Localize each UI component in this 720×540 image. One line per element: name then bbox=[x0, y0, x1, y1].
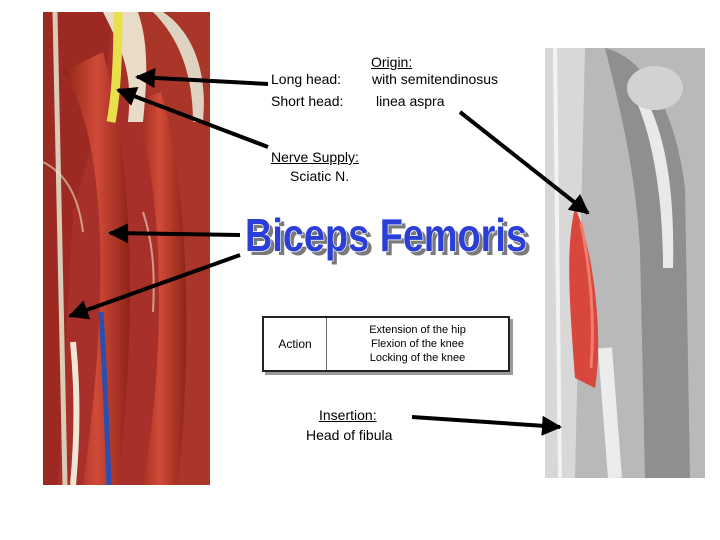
muscle-title: Biceps Femoris Biceps Femoris bbox=[244, 208, 531, 265]
action-table: Action Extension of the hip Flexion of t… bbox=[262, 316, 510, 372]
action-list: Extension of the hip Flexion of the knee… bbox=[327, 318, 508, 370]
posterior-thigh-illustration bbox=[43, 12, 210, 485]
insertion-header: Insertion: bbox=[319, 407, 377, 423]
origin-short-head-label: Short head: bbox=[271, 93, 344, 109]
nerve-supply-value: Sciatic N. bbox=[290, 168, 350, 184]
lateral-thigh-illustration bbox=[545, 48, 705, 478]
muscle-title-shadow: Biceps Femoris bbox=[249, 213, 531, 265]
action-label: Action bbox=[264, 318, 327, 370]
origin-short-head-value: linea aspra bbox=[376, 93, 445, 109]
action-item: Extension of the hip bbox=[369, 324, 466, 336]
action-item: Locking of the knee bbox=[369, 352, 466, 364]
origin-header: Origin: bbox=[371, 54, 413, 70]
action-item: Flexion of the knee bbox=[371, 338, 464, 350]
insertion-value: Head of fibula bbox=[306, 427, 393, 443]
muscle-title-text: Biceps Femoris bbox=[245, 209, 527, 261]
origin-long-head-label: Long head: bbox=[271, 71, 342, 87]
arrow-insertion bbox=[411, 415, 562, 436]
nerve-supply-header: Nerve Supply: bbox=[271, 149, 359, 165]
origin-long-head-value: with semitendinosus bbox=[372, 71, 499, 87]
